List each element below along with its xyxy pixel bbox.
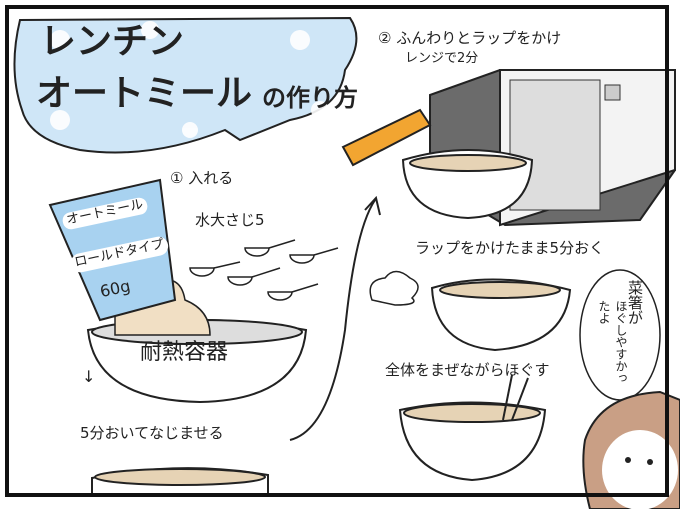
step1-number: ① <box>170 169 184 187</box>
speech-line2: ほぐしやすかったよ <box>597 300 628 384</box>
chopstick <box>502 374 513 421</box>
step1b-text: 5分おいてなじませる <box>80 424 224 442</box>
step4-text: 全体をまぜながらほぐす <box>385 361 550 379</box>
title-bubble <box>13 16 358 154</box>
down-arrow: ↓ <box>82 367 96 386</box>
step2-number: ② <box>378 29 392 47</box>
step2-line1: ② ふんわりとラップをかけ <box>378 29 562 47</box>
step3-text: ラップをかけたまま5分おく <box>415 239 605 257</box>
water-amount: 水大さじ5 <box>195 211 265 229</box>
step2-line2: レンジで2分 <box>405 51 479 66</box>
title-line1: レンチン <box>40 21 185 62</box>
title-line3: の作り方 <box>262 84 358 112</box>
wrap-box <box>341 108 432 167</box>
bubble-dots <box>50 21 329 138</box>
step1-heading: ① 入れる <box>170 169 234 187</box>
step1-label: 入れる <box>188 169 234 187</box>
steam-cloud <box>369 270 419 306</box>
speech-line1: 菜箸が <box>626 280 644 325</box>
title-line2: オートミール <box>36 73 253 114</box>
bowl-mixing <box>398 401 547 482</box>
flow-arrow <box>289 195 381 441</box>
measuring-spoons <box>189 239 339 301</box>
step2-text: ふんわりとラップをかけ <box>396 29 562 47</box>
panel-border <box>5 5 669 497</box>
bowl-label: 耐熱容器 <box>140 340 229 365</box>
chopstick <box>511 377 529 421</box>
